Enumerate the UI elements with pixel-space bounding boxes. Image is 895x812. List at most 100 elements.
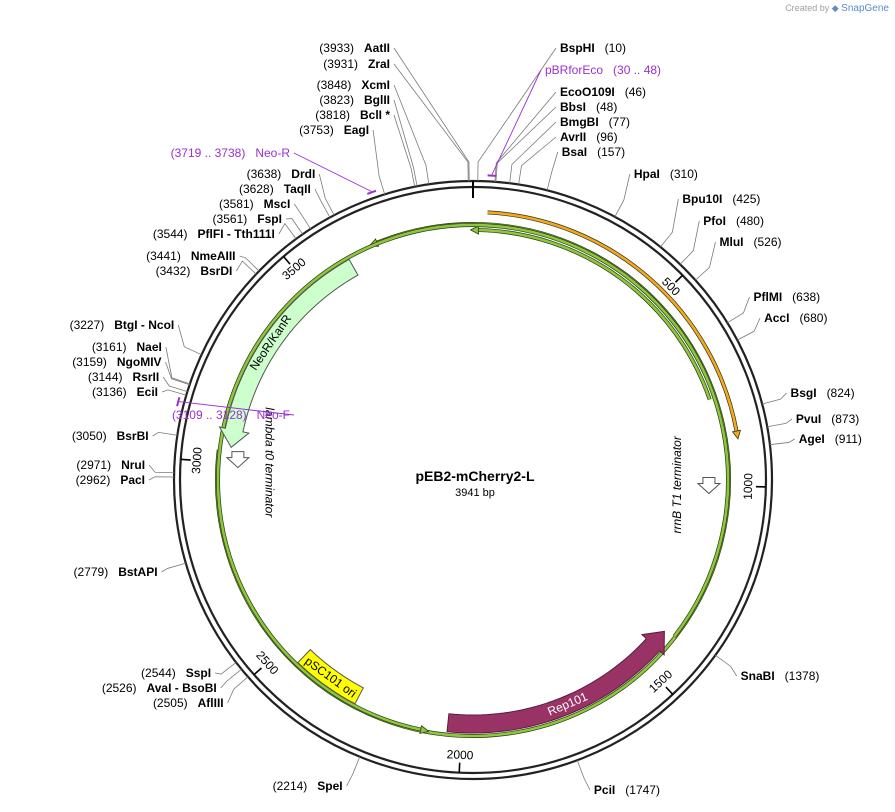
site-leader-line <box>509 121 557 184</box>
credit-prefix: Created by <box>785 3 830 13</box>
tick-mark <box>665 686 674 695</box>
site-name: MluI <box>720 235 744 249</box>
site-label: MluI(526) <box>720 235 782 249</box>
site-name: BstAPI <box>118 565 157 579</box>
site-34: PfoI(480) <box>679 214 764 265</box>
orf-green-arrow-right-arrowhead <box>469 225 480 235</box>
primer-leader-line <box>491 69 542 175</box>
site-label: BspHI (10) <box>560 41 626 55</box>
site-leader-line <box>679 220 700 265</box>
site-leader-line <box>695 241 716 281</box>
site-label: (2544)SspI <box>141 666 211 680</box>
site-label: BsgI(824) <box>791 386 855 400</box>
site-name: SspI <box>186 666 211 680</box>
site-leader-line <box>162 376 188 392</box>
site-name: NmeAIII <box>191 249 236 263</box>
site-position: (2779) <box>74 565 109 579</box>
terminator-1-label: rrnB T1 terminator <box>670 435 684 533</box>
site-label: (3931)ZraI <box>323 57 390 71</box>
site-8: (3581)MscI <box>219 197 311 230</box>
site-label: (3161)NaeI <box>92 340 162 354</box>
site-35: MluI(526) <box>695 235 782 281</box>
site-6: (3638)DrdI <box>247 167 335 216</box>
site-leader-line <box>227 676 249 704</box>
site-leader-line <box>148 476 175 481</box>
site-12: (3432)BsrDI <box>156 260 257 278</box>
site-position: (3441) <box>146 249 181 263</box>
tick-label: 1500 <box>646 667 675 696</box>
site-17: (3136)EciI <box>92 385 187 399</box>
site-leader-line <box>546 151 559 191</box>
site-29: BmgBI(77) <box>509 115 630 184</box>
site-0: (3933)AatII <box>319 41 470 182</box>
site-position: (10) <box>605 41 626 55</box>
site-10: (3544)PflFI - Tth111I <box>153 222 297 241</box>
site-leader-line <box>165 346 190 385</box>
backbone-ring <box>172 179 774 781</box>
site-label: (2505)AflIII <box>153 696 224 710</box>
site-leader-line <box>215 662 237 675</box>
site-position: (46) <box>625 85 646 99</box>
site-leader-line <box>767 418 793 428</box>
site-layer: (3933)AatII(3931)ZraI (3848)XcmI(3823)Bgl… <box>70 41 862 797</box>
site-name: BspHI <box>560 41 595 55</box>
site-leader-line <box>393 47 470 182</box>
primer-name: pBRforEco <box>545 63 603 77</box>
site-4: (3818)BclI * <box>315 108 416 187</box>
site-leader-line <box>346 756 361 787</box>
site-position: (3628) <box>239 182 274 196</box>
site-leader-line <box>236 260 257 275</box>
site-2: (3848)XcmI <box>317 78 430 185</box>
site-name: EagI <box>344 123 369 137</box>
site-leader-line <box>372 129 386 195</box>
site-label: PvuI(873) <box>796 412 859 426</box>
site-9: (3561)FspI <box>213 212 304 235</box>
site-label: (2971)NruI <box>76 458 145 472</box>
site-leader-line <box>769 438 795 446</box>
plasmid-length: 3941 bp <box>455 487 495 499</box>
site-position: (824) <box>827 386 855 400</box>
site-16: (3144)RsrII <box>88 370 188 392</box>
site-leader-line <box>393 99 418 187</box>
site-label: SnaBI(1378) <box>741 669 820 683</box>
site-label: AgeI(911) <box>799 432 862 446</box>
site-name: SpeI <box>317 779 342 793</box>
feature-neor-label: NeoR/KanR <box>247 312 295 373</box>
terminator-1-icon <box>696 477 722 495</box>
site-label: PflMI(638) <box>753 290 820 304</box>
site-3: (3823)BglII <box>319 93 418 187</box>
site-name: ZraI <box>368 57 390 71</box>
site-39: PvuI(873) <box>767 412 859 428</box>
site-leader-line <box>518 136 557 185</box>
plasmid-name: pEB2-mCherry2-L <box>415 468 534 484</box>
site-leader-line <box>477 47 557 182</box>
primer-bar <box>366 189 377 195</box>
site-position: (3823) <box>319 93 354 107</box>
feature-rep101-arrow <box>446 630 665 734</box>
site-name: AgeI <box>799 432 825 446</box>
site-label: (2779) BstAPI <box>74 565 158 579</box>
site-position: (3818) <box>315 108 350 122</box>
site-leader-line <box>285 218 304 235</box>
site-position: (310) <box>670 167 698 181</box>
site-30: AvrII(96) <box>518 130 618 185</box>
site-name: AccI <box>764 311 789 325</box>
orf-orange-arrow-arrowhead <box>731 429 741 440</box>
site-label: PciI(1747) <box>594 783 660 797</box>
terminator-0-label: lambda t0 terminator <box>263 407 277 518</box>
primer-name: Neo-F <box>257 408 290 422</box>
orf-green-arrow-right <box>478 228 711 401</box>
orf-orange-arrow <box>487 211 738 432</box>
site-name: PvuI <box>796 412 821 426</box>
site-label: (3628)TaqII <box>239 182 311 196</box>
feature-neor-arrow <box>218 258 359 449</box>
site-position: (3581) <box>219 197 254 211</box>
site-label: EcoO109I(46) <box>560 85 646 99</box>
primer-0: pBRforEco(30 .. 48) <box>487 63 661 177</box>
credit-brand: SnapGene <box>841 3 889 14</box>
site-20: (2962)PacI <box>76 473 175 487</box>
site-position: (48) <box>596 100 617 114</box>
site-leader-line <box>161 389 187 396</box>
primer-range: (3719 .. 3738) <box>171 146 246 160</box>
